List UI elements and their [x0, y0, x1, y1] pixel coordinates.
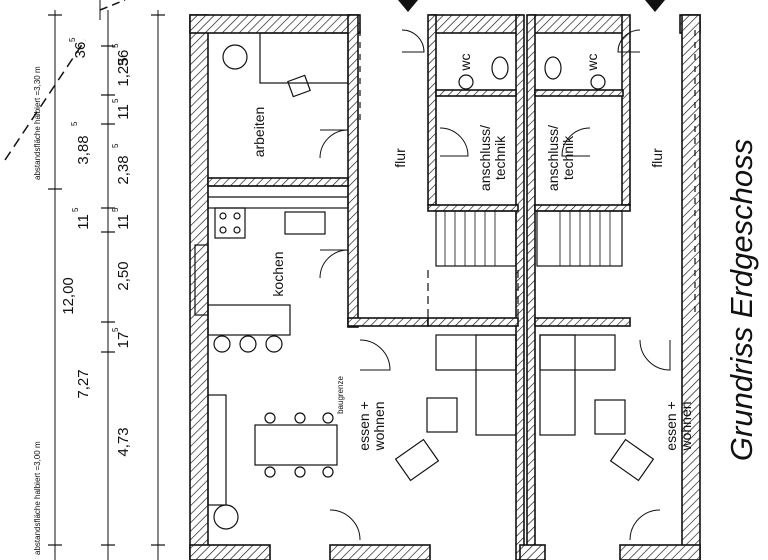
dim-d4-sup: 5 — [111, 143, 120, 148]
note-abstand-bottom: abstandsfläche halbiert =3,00 m — [33, 441, 42, 555]
dim-sub-c-sup: 5 — [68, 37, 77, 42]
dim-total: 12,00 — [60, 277, 77, 315]
entrance-arrow-right — [645, 0, 665, 12]
dim-d2-sup: 5 — [111, 98, 120, 103]
label-anschluss-right-2: technik — [560, 135, 576, 180]
dim-d6: 2,50 — [115, 261, 132, 290]
dim-sub-a: 11 — [75, 214, 92, 230]
dim-top: 36 — [115, 50, 132, 67]
dim-d1: 1,25 — [115, 57, 132, 86]
dim-d5: 11 — [115, 214, 132, 230]
dim-d7-sup: 5 — [111, 327, 120, 332]
label-arbeiten: arbeiten — [251, 107, 267, 158]
label-wc-right: wc — [584, 53, 600, 71]
label-anschluss-right-1: anschluss/ — [545, 125, 561, 191]
label-essen-left-1: essen + — [356, 401, 372, 450]
dim-sub-b: 7,27 — [75, 369, 92, 398]
furniture — [194, 30, 696, 530]
note-abstand-top: abstandsfläche halbiert =3,30 m — [33, 66, 42, 180]
label-wc-left: wc — [457, 53, 473, 71]
dim-d3-sup: 5 — [70, 121, 79, 126]
dim-d2: 11 — [115, 104, 132, 120]
plan-title: Grundriss Erdgeschoss — [724, 139, 759, 461]
label-kochen: kochen — [270, 251, 286, 296]
doors — [319, 29, 671, 541]
label-anschluss-left-2: technik — [492, 135, 508, 180]
label-flur-right: flur — [649, 148, 665, 168]
dim-sub-c: 36 — [72, 42, 89, 59]
dim-top-sup: 5 — [111, 43, 120, 48]
label-essen-right-1: essen + — [663, 401, 679, 450]
label-anschluss-left-1: anschluss/ — [477, 125, 493, 191]
dim-d4: 2,38 — [115, 155, 132, 184]
entrance-arrow-left — [398, 0, 418, 12]
label-essen-right-2: wohnen — [678, 401, 694, 451]
label-baugrenze: baugrenze — [336, 376, 345, 414]
dim-d3: 3,88 — [75, 135, 92, 164]
dimension-chain — [4, 0, 165, 560]
dim-sub-a-sup: 5 — [71, 207, 80, 212]
walls — [189, 14, 701, 560]
dim-d5-sup: 5 — [111, 207, 120, 212]
dim-d7: 17 — [115, 332, 132, 349]
label-essen-left-2: wohnen — [371, 401, 387, 451]
dim-d8: 4,73 — [115, 427, 132, 456]
label-flur-left: flur — [392, 148, 408, 168]
